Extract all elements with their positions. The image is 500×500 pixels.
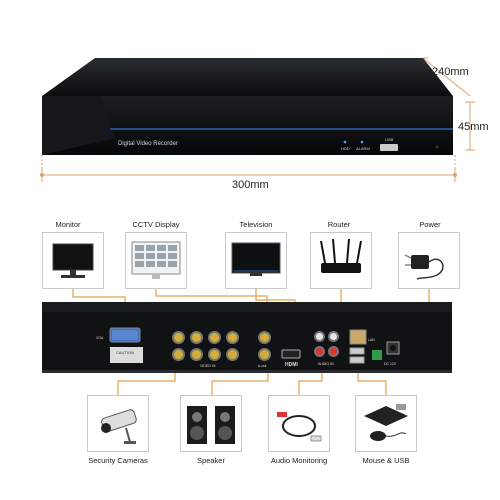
depth-label: 240mm [432, 66, 469, 78]
hdmi-label: HDMI [285, 362, 298, 368]
video-in-label: VIDEO IN [200, 364, 216, 368]
speaker-box [180, 395, 242, 452]
monitor-box [42, 232, 104, 289]
security-cameras-box [87, 395, 149, 452]
audio-in-port-2[interactable] [314, 346, 325, 357]
power-caption: Power [419, 220, 441, 229]
audio-in-port-4[interactable] [328, 346, 339, 357]
monitor-icon [52, 243, 94, 278]
caution-label: CAUTION [116, 350, 134, 355]
audio-in-port-3[interactable] [328, 331, 339, 342]
audio-monitoring-box [268, 395, 330, 452]
alarm-led-label: ALARM [356, 146, 370, 151]
router-icon [320, 238, 362, 273]
mouse-usb-icon [364, 404, 408, 441]
monitor-caption: Monitor [55, 220, 81, 229]
dvr-front-label: Digital Video Recorder [118, 141, 178, 147]
audio-cable-icon [277, 412, 322, 442]
security-camera-icon [101, 409, 137, 444]
cctv-display-caption: CCTV Display [132, 220, 180, 229]
video-in-port-3[interactable] [208, 331, 221, 344]
video-in-port-7[interactable] [208, 348, 221, 361]
power-box [398, 232, 460, 289]
dc-label: DC 12V [384, 362, 397, 366]
audio-monitoring-caption: Audio Monitoring [270, 456, 328, 465]
audio-in-label: AUDIO IN [318, 362, 334, 366]
video-in-port-4[interactable] [226, 331, 239, 344]
dvr-back-panel [42, 302, 452, 373]
power-adapter-icon [404, 254, 444, 280]
mouse-usb-box [355, 395, 417, 452]
television-caption: Television [239, 220, 273, 229]
video-in-port-2[interactable] [190, 331, 203, 344]
cctv-display-icon [131, 241, 181, 279]
width-label: 300mm [232, 179, 269, 191]
security-cameras-caption: Security Cameras [88, 456, 148, 465]
height-label: 45mm [458, 121, 489, 133]
audio-in-port-1[interactable] [314, 331, 325, 342]
speaker-icon [187, 406, 235, 444]
router-caption: Router [327, 220, 351, 229]
a-out-label: A-out [258, 364, 267, 368]
video-in-port-8[interactable] [226, 348, 239, 361]
cctv-display-box [125, 232, 187, 289]
vga-label: VGA [96, 336, 104, 340]
hdd-led-label: HDD [341, 146, 350, 151]
video-in-port-6[interactable] [190, 348, 203, 361]
a-out-port-2[interactable] [258, 348, 271, 361]
television-box [225, 232, 287, 289]
lan-label: LAN [368, 338, 375, 342]
usb-front-label: USB [385, 137, 394, 142]
a-out-port-1[interactable] [258, 331, 271, 344]
mouse-usb-caption: Mouse & USB [362, 456, 410, 465]
speaker-caption: Speaker [197, 456, 225, 465]
television-icon [231, 242, 281, 276]
router-box [310, 232, 372, 289]
video-in-port-5[interactable] [172, 348, 185, 361]
video-in-port-1[interactable] [172, 331, 185, 344]
